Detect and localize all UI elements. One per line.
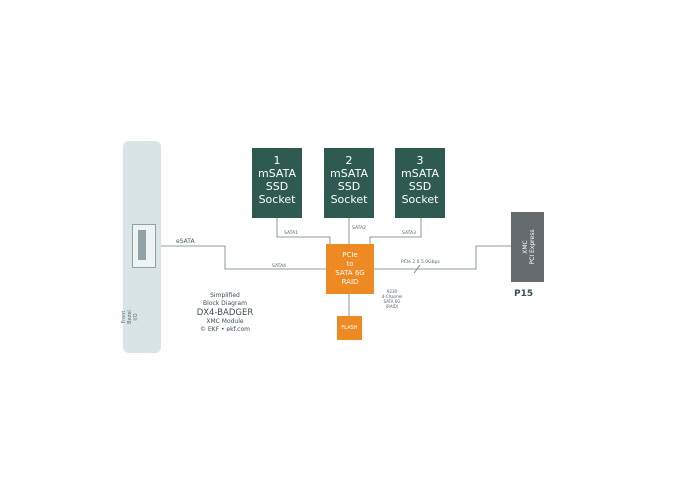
esata-connector-pins — [138, 230, 146, 260]
sata4-label: SATA4 — [272, 264, 287, 269]
socket-type: mSATA — [258, 167, 296, 180]
xmc-connector — [511, 212, 544, 282]
caption-line-2: Block Diagram — [203, 300, 247, 307]
caption-copyright: © EKF • ekf.com — [199, 326, 250, 333]
raid-line-3: SATA 6G — [335, 269, 365, 277]
raid-controller: PCIe to SATA 6G RAID — [326, 244, 374, 294]
raid-note-line-1: 9230 — [386, 289, 398, 294]
socket-type: mSATA — [330, 167, 368, 180]
sata1-line — [276, 218, 331, 244]
sata2-label: SATA2 — [352, 226, 367, 231]
socket-type: mSATA — [401, 167, 439, 180]
socket-word: Socket — [258, 193, 296, 206]
sata4-line — [155, 245, 326, 270]
socket-ssd: SSD — [265, 180, 289, 193]
xmc-label-line-2: PCI Express — [529, 229, 536, 265]
caption-line-1: Simplified — [210, 292, 240, 299]
xmc-label-line-1: XMC — [522, 240, 529, 254]
msata-socket-3: 3 mSATA SSD Socket — [395, 148, 445, 218]
sata3-line — [369, 218, 422, 244]
xmc-connector-label: XMC PCI Express — [522, 212, 536, 282]
raid-note-line-3: SATA 6G — [383, 299, 401, 304]
socket-ssd: SSD — [337, 180, 361, 193]
flash-label: FLASH — [341, 325, 358, 331]
caption-line-4: XMC Module — [206, 318, 244, 325]
diagram-caption: Simplified Block Diagram DX4-BADGER XMC … — [186, 292, 264, 334]
pcie-bus-tick — [413, 264, 421, 274]
xmc-connector-id: P15 — [514, 289, 534, 299]
caption-product: DX4-BADGER — [196, 308, 254, 318]
front-bezel-label: Front Bezel I/O — [121, 310, 139, 324]
esata-label: eSATA — [176, 238, 195, 245]
raid-line-4: RAID — [341, 278, 359, 286]
socket-number: 2 — [345, 154, 353, 167]
socket-number: 1 — [273, 154, 281, 167]
pcie-speed-label: PCIe 2 0.5.0Gbps — [401, 260, 440, 265]
raid-note-line-2: 4-Channel — [381, 294, 403, 299]
flash-memory: FLASH — [337, 316, 362, 340]
raid-note-line-4: (RAID) — [385, 304, 399, 309]
socket-ssd: SSD — [408, 180, 432, 193]
raid-line-2: to — [346, 260, 354, 268]
sata1-label: SATA1 — [284, 231, 299, 236]
socket-word: Socket — [330, 193, 368, 206]
socket-number: 3 — [416, 154, 424, 167]
pcie-line — [374, 245, 511, 270]
raid-line-1: PCIe — [342, 251, 358, 259]
msata-socket-2: 2 mSATA SSD Socket — [324, 148, 374, 218]
msata-socket-1: 1 mSATA SSD Socket — [252, 148, 302, 218]
sata3-label: SATA3 — [402, 231, 417, 236]
socket-word: Socket — [401, 193, 439, 206]
raid-chip-note: 9230 4-Channel SATA 6G (RAID) — [378, 289, 406, 309]
